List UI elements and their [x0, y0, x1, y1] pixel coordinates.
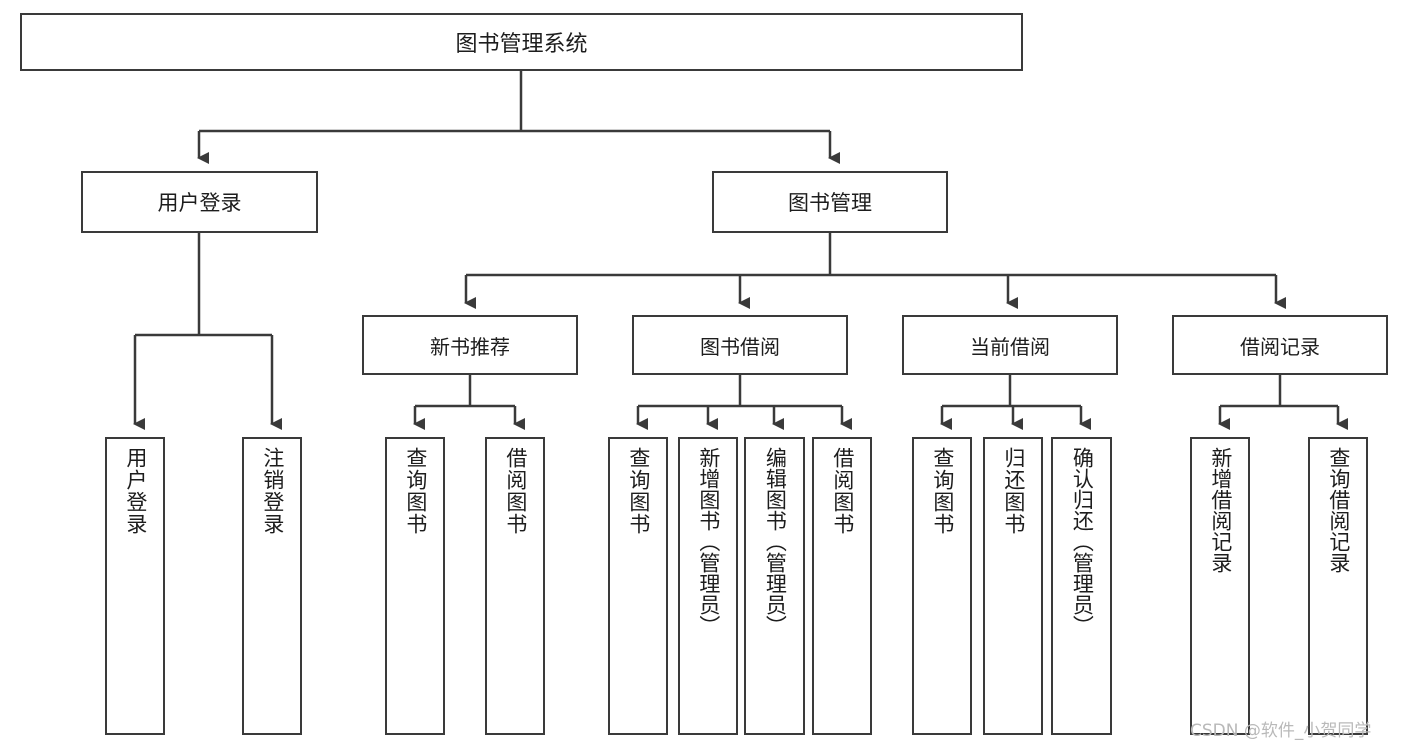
node-leaf-cb-confirm-return[interactable]: 确认归还（管理员） [1051, 437, 1112, 735]
node-leaf-cb-confirm-return-label: 确认归还（管理员） [1070, 447, 1095, 636]
node-borrow-record[interactable]: 借阅记录 [1172, 315, 1388, 375]
node-leaf-bb-add-book-label: 新增图书（管理员） [696, 447, 721, 636]
node-book-manage[interactable]: 图书管理 [712, 171, 948, 233]
node-user-login[interactable]: 用户登录 [81, 171, 318, 233]
node-current-borrow-label: 当前借阅 [970, 334, 1050, 359]
node-leaf-rec-query-book[interactable]: 查询图书 [385, 437, 445, 735]
node-leaf-rec-borrow-book-label: 借阅图书 [503, 447, 528, 535]
node-user-login-label: 用户登录 [157, 191, 242, 215]
node-leaf-user-logout[interactable]: 注销登录 [242, 437, 302, 735]
node-leaf-user-login[interactable]: 用户登录 [105, 437, 165, 735]
node-root-label: 图书管理系统 [455, 32, 588, 57]
node-leaf-cb-return-book-label: 归还图书 [1001, 447, 1026, 535]
node-leaf-cb-return-book[interactable]: 归还图书 [983, 437, 1043, 735]
node-leaf-bb-query-book-label: 查询图书 [626, 447, 651, 535]
node-leaf-user-login-label: 用户登录 [123, 447, 148, 535]
node-current-borrow[interactable]: 当前借阅 [902, 315, 1118, 375]
node-root[interactable]: 图书管理系统 [20, 13, 1023, 71]
node-leaf-bb-borrow-book-label: 借阅图书 [830, 447, 855, 535]
node-leaf-bb-edit-book[interactable]: 编辑图书（管理员） [744, 437, 805, 735]
node-book-manage-label: 图书管理 [788, 191, 872, 215]
node-leaf-cb-query-book-label: 查询图书 [930, 447, 955, 535]
node-leaf-br-query-record-label: 查询借阅记录 [1326, 447, 1351, 573]
node-new-book-rec[interactable]: 新书推荐 [362, 315, 578, 375]
node-leaf-rec-query-book-label: 查询图书 [403, 447, 428, 535]
node-borrow-record-label: 借阅记录 [1240, 334, 1320, 359]
node-leaf-rec-borrow-book[interactable]: 借阅图书 [485, 437, 545, 735]
node-leaf-bb-query-book[interactable]: 查询图书 [608, 437, 668, 735]
node-leaf-bb-borrow-book[interactable]: 借阅图书 [812, 437, 872, 735]
node-leaf-cb-query-book[interactable]: 查询图书 [912, 437, 972, 735]
watermark: CSDN @软件_小贺同学 [1190, 721, 1372, 741]
node-book-borrow[interactable]: 图书借阅 [632, 315, 848, 375]
node-leaf-br-add-record[interactable]: 新增借阅记录 [1190, 437, 1250, 735]
node-book-borrow-label: 图书借阅 [700, 334, 780, 359]
node-leaf-br-query-record[interactable]: 查询借阅记录 [1308, 437, 1368, 735]
node-leaf-bb-edit-book-label: 编辑图书（管理员） [763, 447, 788, 636]
node-leaf-user-logout-label: 注销登录 [260, 447, 285, 535]
node-leaf-br-add-record-label: 新增借阅记录 [1208, 447, 1233, 573]
node-new-book-rec-label: 新书推荐 [430, 334, 510, 359]
node-leaf-bb-add-book[interactable]: 新增图书（管理员） [678, 437, 738, 735]
